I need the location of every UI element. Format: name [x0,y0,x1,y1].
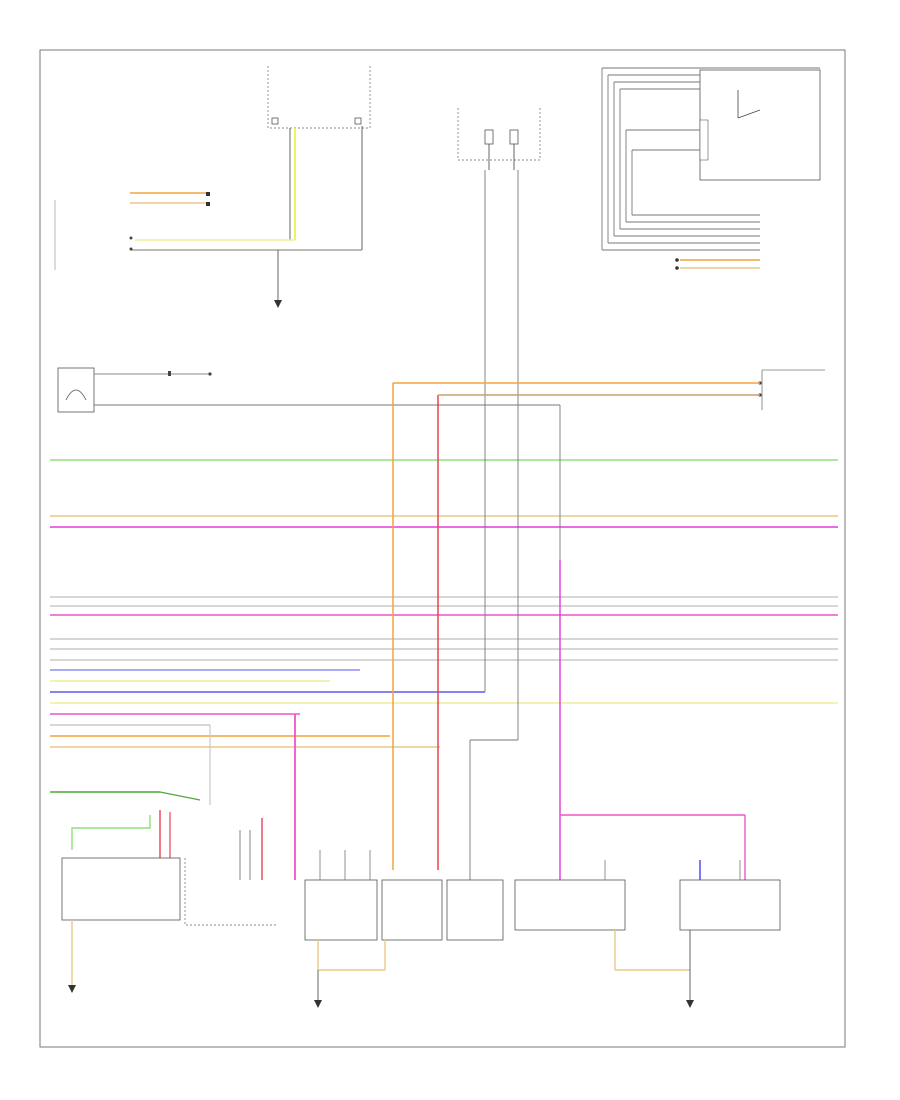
fuse-block [457,108,541,170]
bottom-right-modules [514,860,781,1008]
top-left-module [130,66,371,308]
top-right-switch [601,67,821,270]
right-connector-mid [758,369,825,410]
bus-lines [50,459,838,748]
left-top-connector [54,192,210,270]
bottom-left-modules [50,791,278,993]
left-sensor [57,367,560,413]
bottom-center-modules [304,850,504,1008]
diagram-frame [39,49,846,1048]
vertical-runs [130,128,760,890]
